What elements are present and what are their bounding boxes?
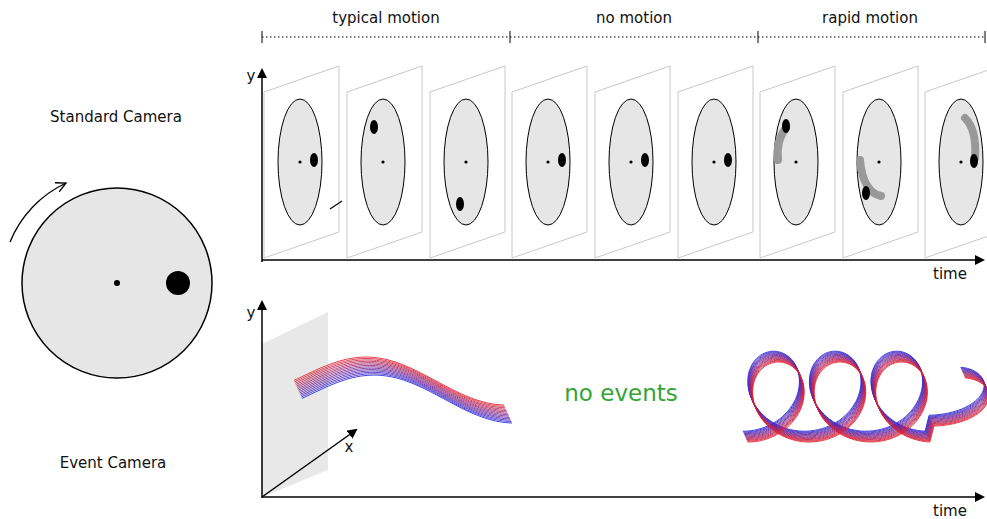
- section-label: rapid motion: [819, 10, 921, 27]
- image-frame: [760, 66, 835, 258]
- section-bracket: [262, 31, 985, 43]
- note-label: no events: [564, 381, 677, 406]
- axis-label: y: [247, 68, 256, 85]
- center-dot: [381, 160, 384, 163]
- image-frame: [430, 66, 505, 258]
- moving-dot: [310, 153, 318, 167]
- disk-view: [774, 99, 818, 225]
- motion-blur: [778, 128, 786, 160]
- stroke: [330, 201, 342, 209]
- camera-frames: [264, 66, 987, 258]
- disk-view: [609, 99, 653, 225]
- axis-label: x: [345, 439, 354, 456]
- section-label: typical motion: [329, 10, 442, 27]
- image-frame: [678, 66, 753, 258]
- event-stream: [294, 351, 987, 442]
- center-dot: [794, 160, 797, 163]
- moving-dot: [456, 197, 464, 211]
- disk-view: [939, 99, 983, 225]
- disk-view: [278, 99, 322, 225]
- image-frame: [512, 66, 587, 258]
- disk-view: [526, 99, 570, 225]
- event-trace: [747, 361, 987, 441]
- event-trace: [747, 360, 987, 440]
- center-dot: [464, 160, 467, 163]
- event-trace: [745, 357, 986, 437]
- event-trace: [747, 360, 987, 440]
- image-frame: [843, 66, 918, 258]
- image-frame: [595, 66, 670, 258]
- axis-label: time: [933, 503, 967, 519]
- image-frame: [264, 66, 339, 258]
- rotating-disk: [10, 183, 212, 378]
- moving-dot: [370, 120, 378, 134]
- row-label: Standard Camera: [50, 109, 182, 126]
- disk-view: [361, 99, 405, 225]
- center-dot: [877, 160, 880, 163]
- event-trace: [746, 358, 987, 438]
- event-trace: [746, 359, 987, 439]
- moving-dot: [724, 153, 732, 167]
- axis-label: y: [247, 305, 256, 322]
- center-dot: [546, 160, 549, 163]
- disk-view: [692, 99, 736, 225]
- disk-view: [444, 99, 488, 225]
- center-dot: [629, 160, 632, 163]
- image-frame: [347, 66, 422, 258]
- center-dot: [959, 160, 962, 163]
- axis-label: time: [933, 266, 967, 283]
- moving-dot: [641, 153, 649, 167]
- moving-dot: [970, 154, 978, 168]
- moving-dot: [558, 153, 566, 167]
- event-trace: [302, 375, 512, 423]
- event-trace: [748, 362, 987, 442]
- center-dot: [298, 160, 301, 163]
- center-dot: [712, 160, 715, 163]
- image-frame: [925, 66, 987, 258]
- motion-blur: [965, 118, 975, 158]
- disk-view: [857, 99, 901, 225]
- section-label: no motion: [593, 10, 675, 27]
- row-label: Event Camera: [60, 455, 167, 472]
- moving-dot: [782, 119, 790, 133]
- moving-dot: [862, 186, 870, 200]
